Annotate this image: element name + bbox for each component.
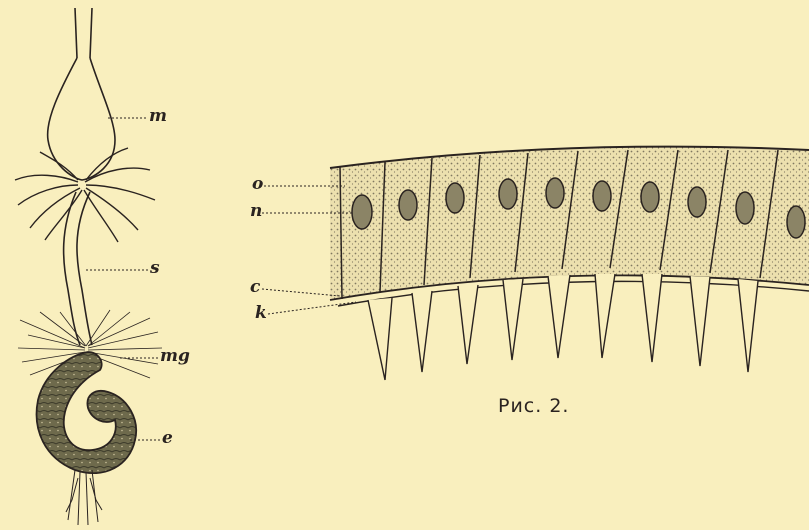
hydroid-figure	[15, 8, 162, 525]
epithelium-figure	[330, 140, 809, 380]
tentacle-crown	[15, 148, 155, 242]
body-m	[48, 58, 115, 180]
label-k: k	[255, 305, 267, 322]
gut-e	[37, 352, 137, 473]
label-o: o	[252, 176, 263, 193]
label-m: m	[149, 108, 167, 125]
tail-tuft	[66, 470, 102, 525]
label-e: e	[162, 430, 173, 447]
label-c: c	[250, 279, 260, 296]
top-stalk	[75, 8, 92, 58]
label-n: n	[250, 203, 262, 220]
label-mg: mg	[160, 348, 190, 365]
cuticle-teeth	[368, 274, 758, 380]
label-s: s	[150, 260, 160, 277]
figure-caption: Рис. 2.	[498, 395, 569, 417]
